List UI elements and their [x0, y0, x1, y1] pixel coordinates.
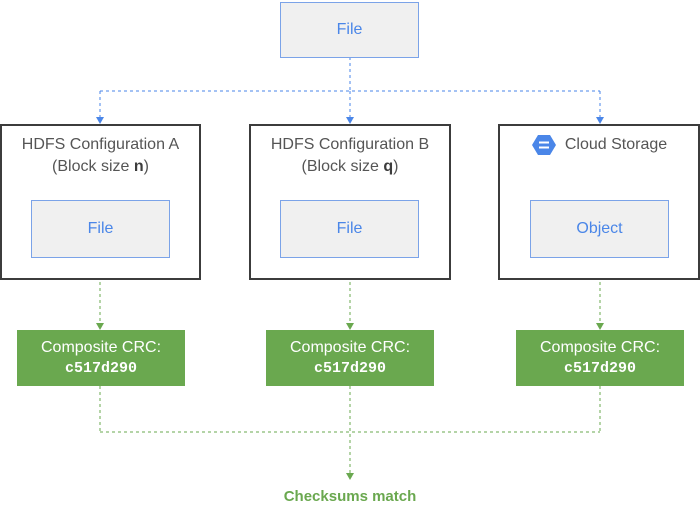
crc-label: Composite CRC: [40, 339, 162, 356]
distribution-lines [99, 57, 601, 118]
checksums-match-label: Checksums match [283, 488, 417, 505]
hdfs-config-a-title: HDFS Configuration A (Block size n) [21, 136, 180, 175]
cloud-storage-icon [531, 134, 557, 156]
block-size-var: q [383, 158, 394, 175]
hdfs-config-a-file-label: File [87, 220, 114, 237]
cloud-storage-title: Cloud Storage [500, 134, 698, 156]
crc-value: c517d290 [313, 360, 386, 377]
crc-value: c517d290 [64, 360, 137, 377]
crc-box-cloud: Composite CRC: c517d290 [516, 330, 684, 386]
cloud-storage-object-label: Object [576, 220, 623, 237]
source-file-label: File [336, 21, 363, 38]
source-file-box: File [280, 2, 419, 58]
crc-box-b: Composite CRC: c517d290 [266, 330, 434, 386]
hdfs-config-b-file-box: File [280, 200, 419, 258]
crc-arrowheads [96, 323, 604, 480]
hdfs-config-a-file-box: File [31, 200, 170, 258]
cloud-storage-object-box: Object [530, 200, 669, 258]
crc-box-a: Composite CRC: c517d290 [17, 330, 185, 386]
block-size-var: n [133, 158, 144, 175]
crc-label: Composite CRC: [289, 339, 411, 356]
crc-value: c517d290 [563, 360, 636, 377]
crc-lines [99, 258, 601, 474]
hdfs-config-b-file-label: File [336, 220, 363, 237]
hdfs-config-b-title: HDFS Configuration B (Block size q) [270, 136, 430, 175]
distribution-arrowheads [96, 117, 604, 124]
crc-label: Composite CRC: [539, 339, 661, 356]
